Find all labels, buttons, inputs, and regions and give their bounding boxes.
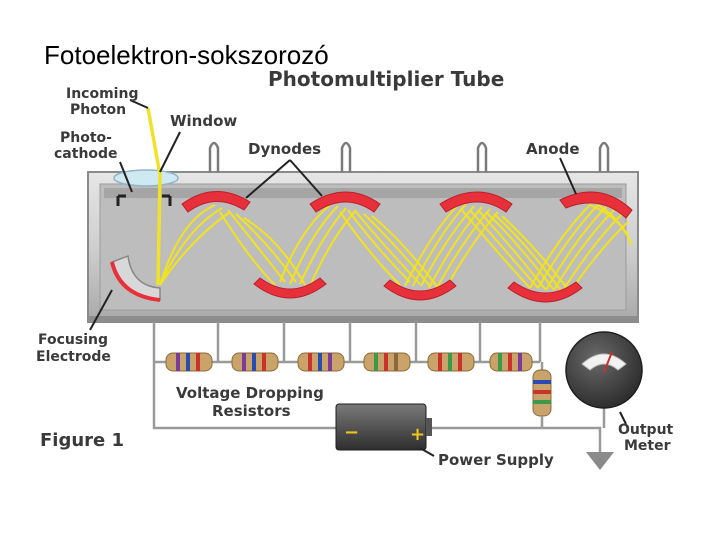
ground-symbol: [586, 452, 614, 470]
label-window: Window: [170, 112, 237, 130]
dynode-2: [253, 277, 327, 299]
label-output-meter-2: Meter: [624, 438, 671, 454]
voltage-dropping-resistors: [165, 352, 552, 428]
dynodes-top: [181, 191, 633, 219]
label-resistors-2: Resistors: [212, 402, 291, 420]
label-photocathode: Photo-: [60, 130, 112, 146]
electron-paths: [159, 203, 633, 293]
label-focusing-electrode-2: Electrode: [36, 349, 111, 365]
power-supply-battery: − +: [335, 403, 432, 451]
label-incoming-photon-2: Photon: [70, 102, 126, 118]
label-photocathode-2: cathode: [54, 146, 118, 162]
incoming-photon-beam: [146, 107, 162, 286]
label-resistors: Voltage Dropping: [176, 384, 324, 402]
tube-pins: [208, 141, 610, 172]
label-dynodes: Dynodes: [248, 140, 321, 158]
battery-plus: +: [410, 424, 425, 445]
diagram-heading: Photomultiplier Tube: [268, 67, 504, 91]
label-anode: Anode: [526, 140, 580, 158]
resistor-6: [489, 352, 533, 372]
battery-minus: −: [344, 422, 359, 443]
leader-lines: [89, 99, 627, 457]
dynode-3: [309, 191, 381, 213]
bottom-pins: [152, 322, 542, 362]
label-output-meter: Output: [618, 422, 674, 438]
output-meter: [565, 331, 643, 409]
resistor-vertical: [532, 362, 552, 428]
resistor-5: [427, 352, 475, 372]
anode: [559, 191, 633, 219]
photocathode: [116, 194, 172, 206]
label-incoming-photon: Incoming: [66, 86, 138, 102]
circuit-wires: [152, 362, 606, 452]
slide-title: Fotoelektron-sokszorozó: [44, 40, 329, 70]
window: [113, 169, 179, 187]
dynode-4: [383, 279, 457, 301]
label-focusing-electrode: Focusing: [38, 332, 108, 348]
resistor-1: [165, 352, 213, 372]
dynode-5: [439, 191, 513, 213]
dynodes-bottom: [253, 277, 583, 303]
label-power-supply: Power Supply: [438, 451, 554, 469]
resistor-2: [231, 352, 279, 372]
resistor-3: [297, 352, 345, 372]
resistor-4: [363, 352, 411, 372]
dynode-1: [181, 191, 251, 213]
dynode-6: [507, 281, 583, 303]
label-figure: Figure 1: [40, 430, 124, 451]
